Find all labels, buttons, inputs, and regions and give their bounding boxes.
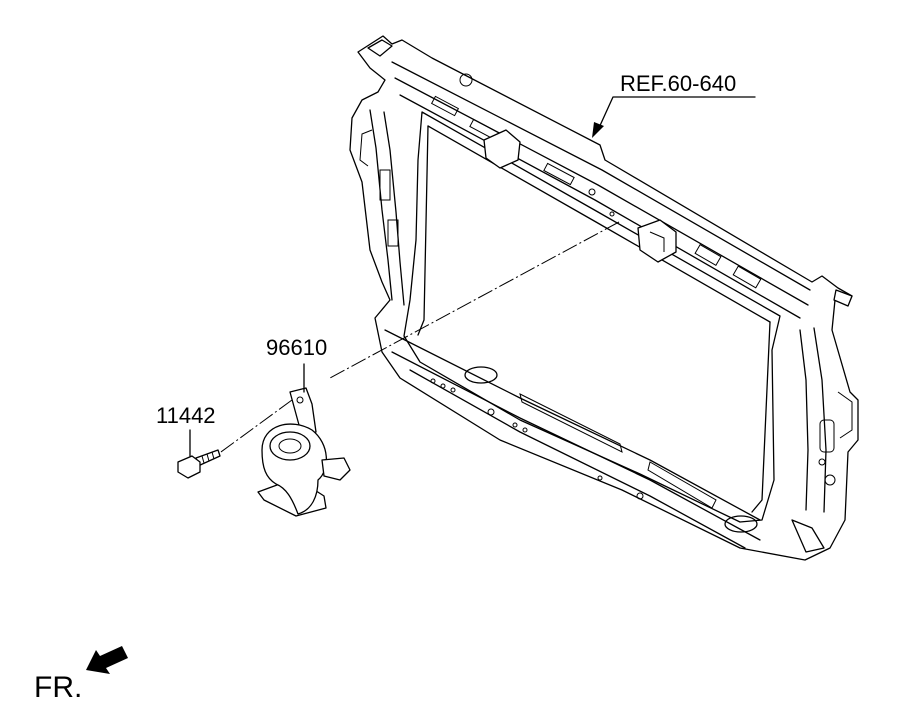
part-number-bolt: 11442 (156, 403, 216, 428)
front-direction-indicator: FR. (34, 646, 128, 704)
bolt-head (177, 455, 201, 479)
reference-label: REF.60-640 (620, 71, 736, 96)
direction-label: FR. (34, 671, 82, 704)
reference-arrowhead (592, 122, 604, 138)
assembly-line-lower (209, 399, 293, 461)
part-number-horn: 96610 (266, 335, 327, 360)
reference-leader-line (597, 96, 756, 131)
front-arrow-icon (86, 646, 128, 674)
bolt (177, 429, 221, 479)
front-end-carrier-panel (349, 35, 859, 561)
assembly-line-upper (329, 221, 620, 379)
horn-connector (321, 457, 351, 481)
horn-assembly (257, 363, 351, 517)
reference-callout: REF.60-640 (592, 71, 756, 138)
